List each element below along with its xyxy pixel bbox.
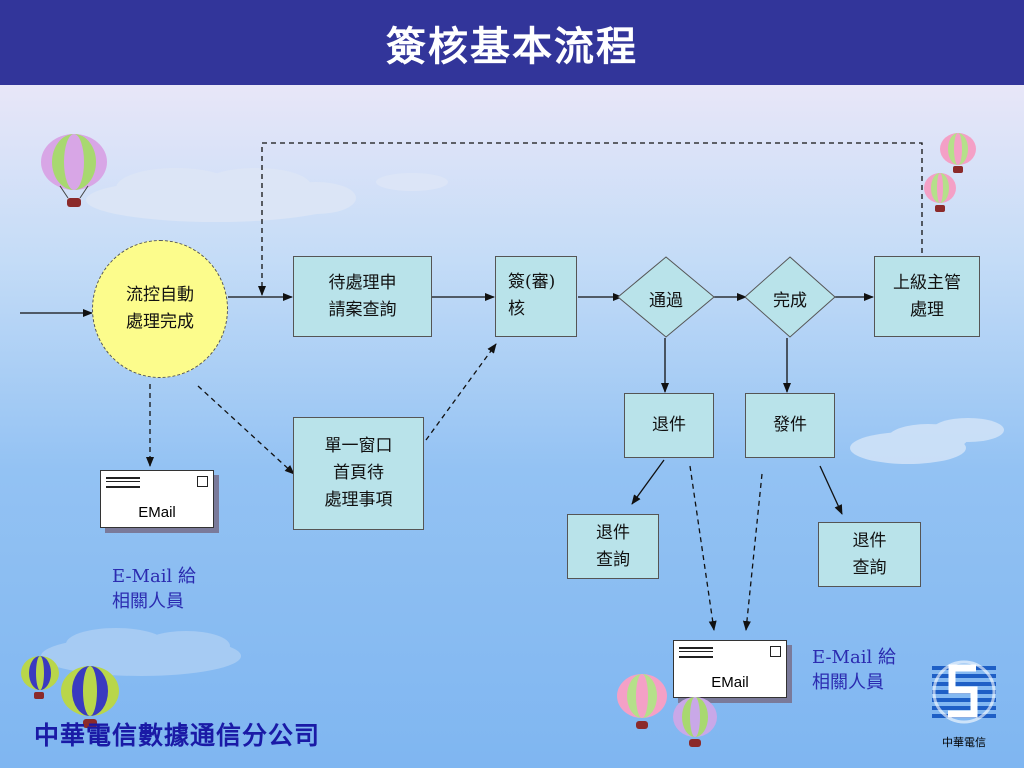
email-note-right: E-Mail 給 相關人員: [812, 647, 896, 693]
hot-air-balloon-icon: [940, 133, 976, 173]
cloud-icon: [86, 168, 356, 222]
arrow-dispatch-to-query: [819, 465, 843, 515]
dashed-window-to-sign: [425, 343, 497, 441]
envelope-stamp: [770, 646, 781, 657]
email-label: EMail: [711, 674, 749, 691]
cloud-icon: [376, 173, 448, 191]
email-label: EMail: [138, 504, 176, 521]
hot-air-balloon-icon: [673, 697, 717, 747]
dashed-dispatch-to-email: [742, 473, 763, 631]
envelope-stamp: [197, 476, 208, 487]
pass-diamond: [617, 256, 715, 338]
cloud-icon: [41, 628, 241, 676]
hot-air-balloon-icon: [617, 674, 667, 729]
pending-query-node: 待處理申 請案查詢: [293, 256, 432, 337]
single-window-node: 單一窗口 首頁待 處理事項: [293, 417, 424, 530]
return-query-right-node: 退件 查詢: [818, 522, 921, 587]
return-query-left-node: 退件 查詢: [567, 514, 659, 579]
cht-logo-icon: 中華電信: [928, 658, 1000, 750]
dashed-return-to-email: [689, 465, 717, 631]
complete-diamond: [744, 256, 836, 338]
company-name: 中華電信數據通信分公司: [34, 721, 321, 750]
dashed-circle-to-window: [197, 385, 295, 475]
hot-air-balloon-icon: [21, 656, 59, 699]
hot-air-balloon-icon: [924, 173, 956, 212]
hot-air-balloon-icon: [41, 134, 107, 207]
sign-review-node: 簽(審) 核: [495, 256, 577, 337]
logo-caption: 中華電信: [942, 736, 986, 749]
complete-label: 完成: [773, 291, 807, 311]
email-envelope-icon: EMail: [100, 470, 214, 528]
email-note-left: E-Mail 給 相關人員: [112, 566, 196, 612]
email-envelope-icon: EMail: [673, 640, 787, 698]
hot-air-balloon-icon: [61, 666, 119, 728]
envelope-lines: [679, 647, 713, 658]
pass-label: 通過: [649, 291, 683, 311]
return-node: 退件: [624, 393, 714, 458]
page-title: 簽核基本流程: [386, 23, 638, 70]
envelope-lines: [106, 477, 140, 488]
supervisor-node: 上級主管 處理: [874, 256, 980, 337]
cloud-icon: [850, 418, 1004, 464]
dashed-feedback-loop: [258, 142, 923, 296]
dispatch-node: 發件: [745, 393, 835, 458]
arrow-return-to-query: [631, 459, 665, 505]
title-bar: 簽核基本流程: [0, 0, 1024, 85]
auto-flow-complete-node: 流控自動 處理完成: [92, 240, 228, 378]
